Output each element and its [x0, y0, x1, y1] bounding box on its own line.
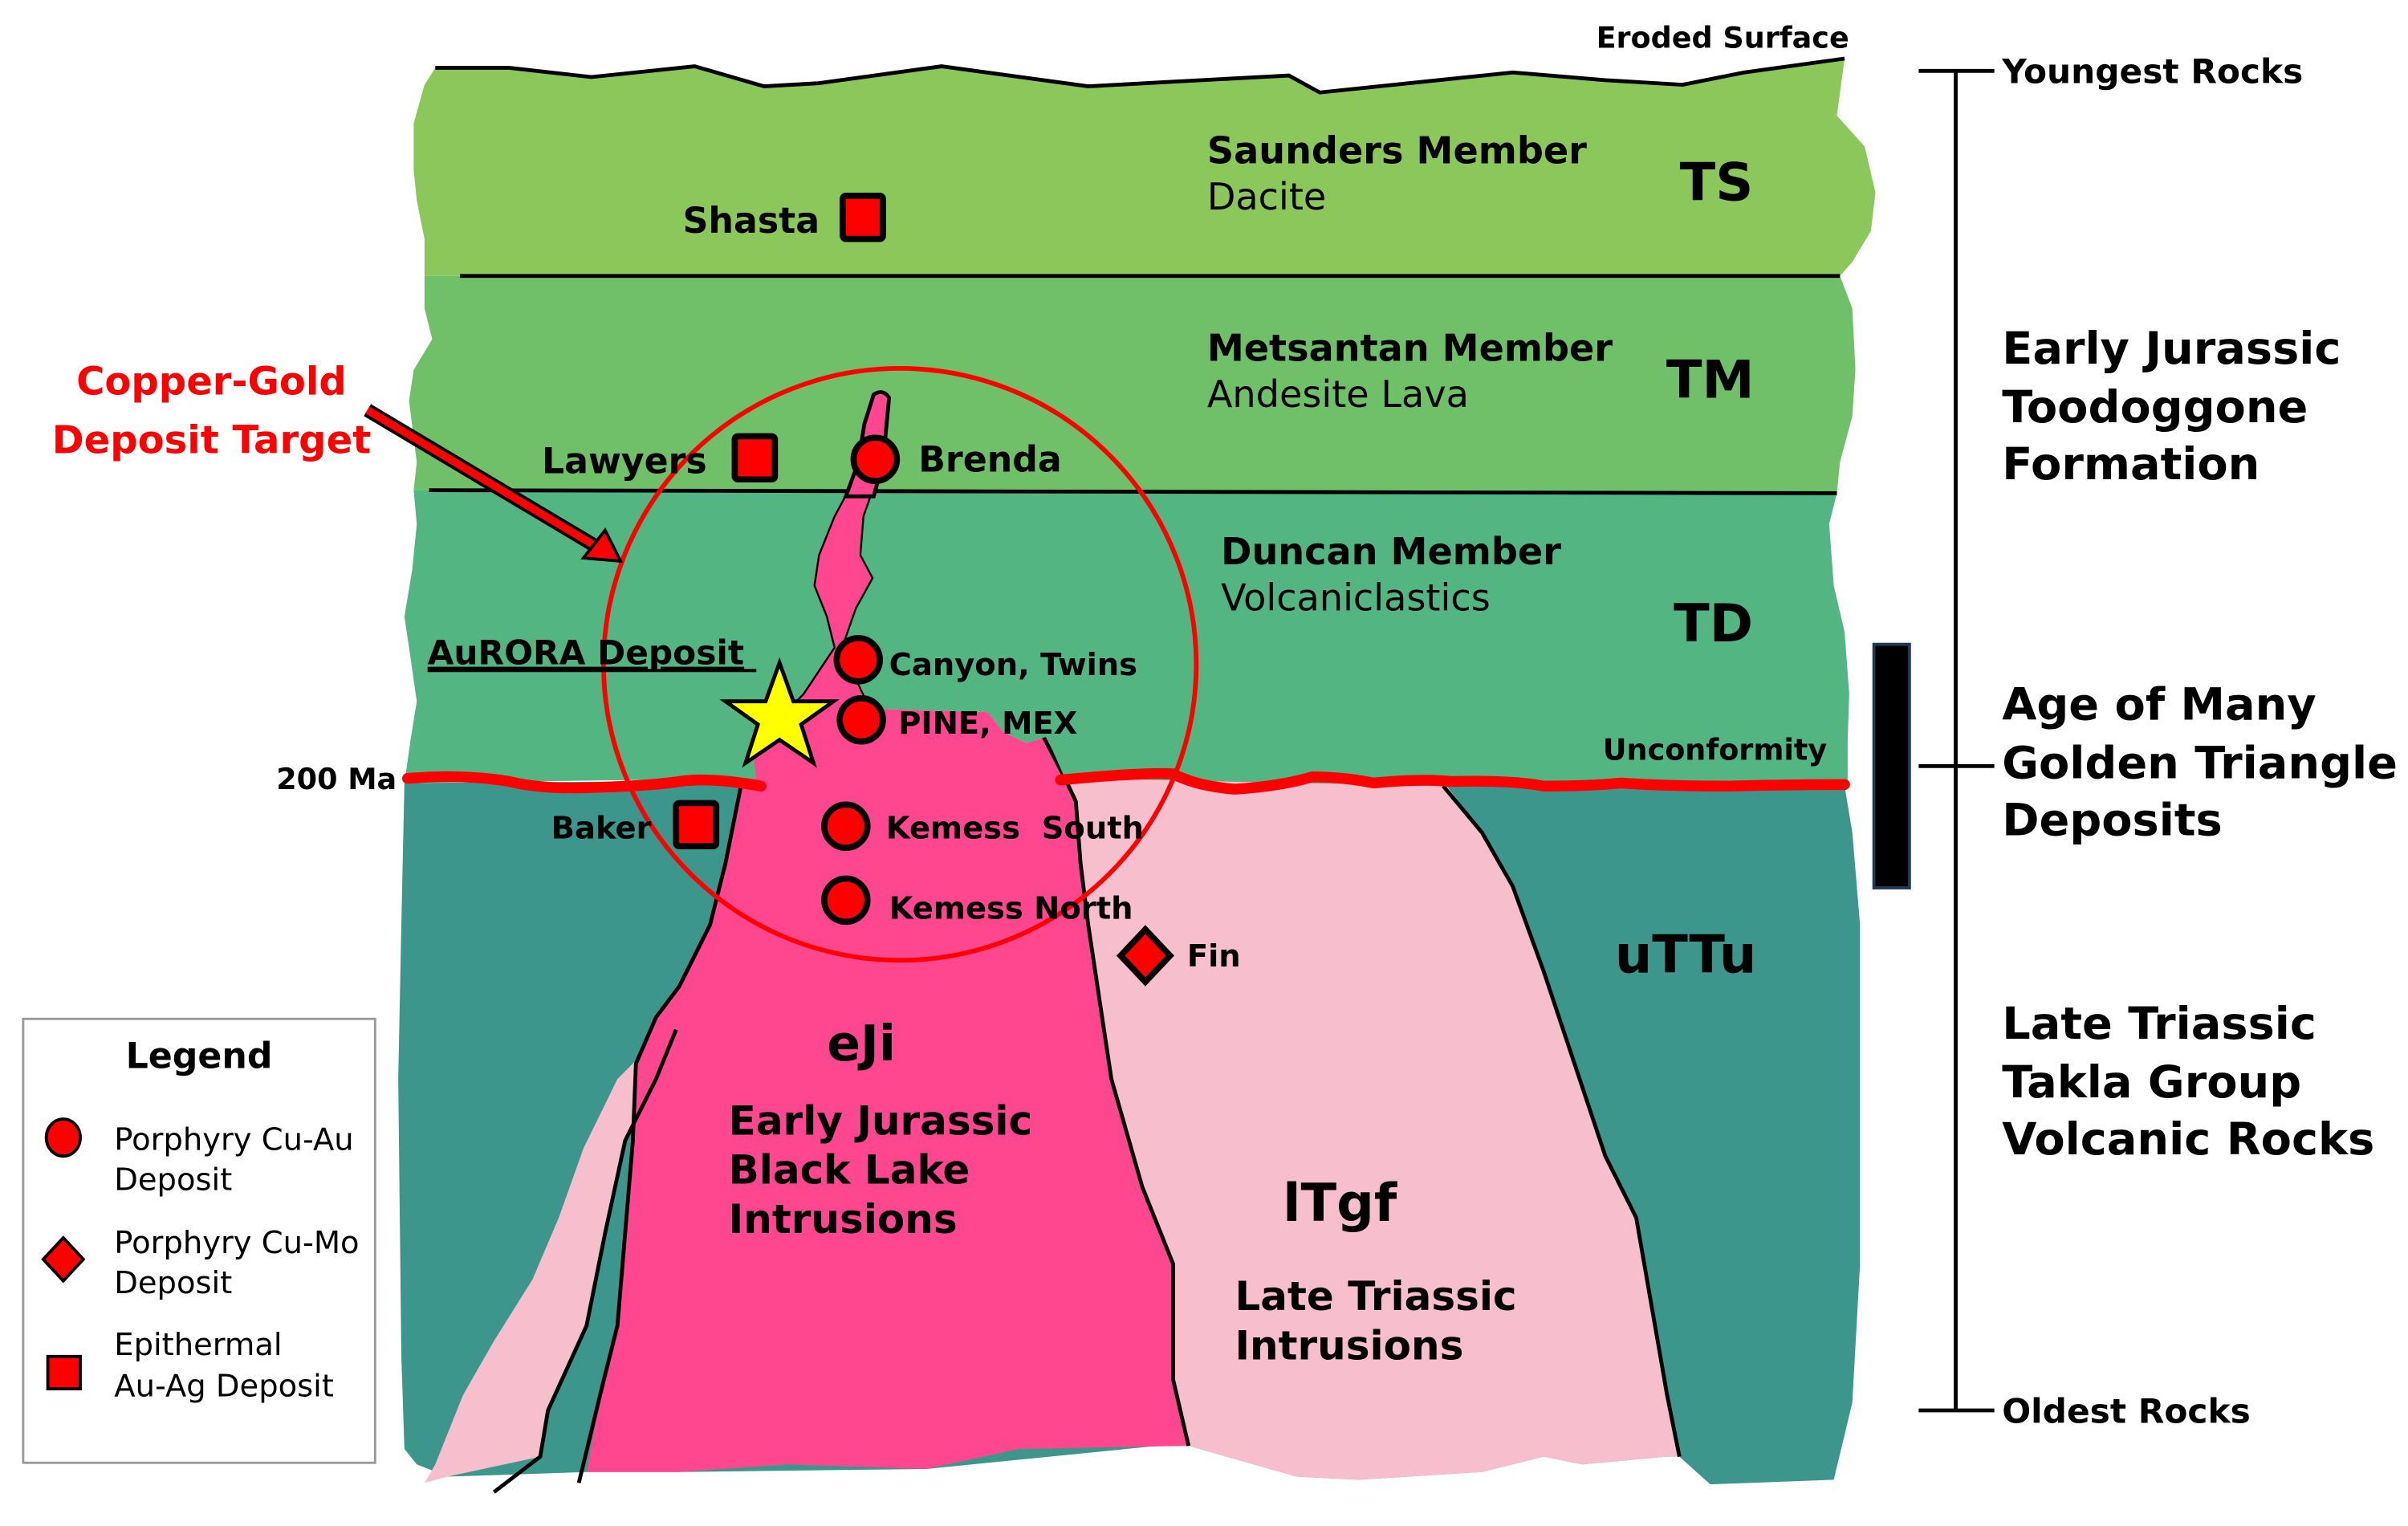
deposit-label: Brenda — [918, 440, 1061, 481]
porphyry-cu-au-circle-icon[interactable] — [850, 434, 901, 484]
tm-lithology: Andesite Lava — [1207, 372, 1469, 416]
eji-description-line: Black Lake — [729, 1147, 970, 1194]
takla-label-line: Takla Group — [2002, 1056, 2301, 1109]
tm-code: TM — [1666, 349, 1755, 410]
ltgf-description-line: Intrusions — [1235, 1323, 1463, 1369]
tm-td-contact — [429, 488, 1837, 495]
youngest-rocks-label: Youngest Rocks — [2001, 52, 2303, 92]
aurora-deposit-label[interactable]: AuRORA Deposit — [428, 633, 744, 673]
td-code: TD — [1674, 593, 1753, 654]
epithermal-square-icon[interactable] — [673, 800, 720, 850]
porphyry-cu-au-circle-icon[interactable] — [821, 875, 871, 926]
porphyry-cu-au-circle-icon[interactable] — [833, 635, 883, 685]
takla-label-line: Late Triassic — [2002, 998, 2316, 1050]
uttu-code: uTTu — [1615, 925, 1757, 986]
callout-text-line: Copper-Gold — [76, 360, 347, 405]
formation-label-line: Formation — [2002, 438, 2260, 490]
aurora-star-icon — [719, 657, 840, 768]
deposit-age-bar — [1872, 642, 1911, 889]
eji-description-line: Early Jurassic — [729, 1097, 1033, 1144]
legend: Legend Porphyry Cu-Au Deposit Porphyry C… — [22, 1017, 376, 1464]
legend-square-icon — [46, 1354, 82, 1391]
ltgf-code: lTgf — [1283, 1173, 1397, 1234]
deposit-label: Baker — [551, 811, 652, 847]
legend-title: Legend — [126, 1036, 273, 1077]
layer-eji — [586, 394, 1189, 1472]
ts-code: TS — [1680, 153, 1754, 214]
layer-ts — [413, 58, 1876, 276]
legend-circle-icon — [44, 1117, 82, 1158]
tm-member-name: Metsantan Member — [1207, 326, 1613, 369]
deposit-age-label-line: Age of Many — [2002, 679, 2316, 731]
legend-item-line: Deposit — [114, 1162, 232, 1198]
td-lithology: Volcaniclastics — [1221, 576, 1491, 619]
formation-label-line: Toodoggone — [2002, 381, 2308, 433]
legend-item-line: Deposit — [114, 1265, 232, 1301]
porphyry-cu-au-circle-icon[interactable] — [836, 695, 886, 745]
callout-text-line: Deposit Target — [52, 418, 371, 463]
legend-diamond-icon — [41, 1235, 86, 1284]
porphyry-cu-au-circle-icon[interactable] — [821, 801, 871, 851]
ltgf-description-line: Late Triassic — [1235, 1273, 1516, 1320]
ltgf-boundary-right — [1442, 784, 1682, 1458]
deposit-markers — [673, 193, 1174, 987]
epithermal-square-icon[interactable] — [731, 433, 779, 483]
deposit-label: Fin — [1187, 938, 1241, 975]
unconformity-label: Unconformity — [1603, 733, 1827, 767]
deposit-label: Shasta — [683, 201, 820, 242]
epithermal-square-icon[interactable] — [840, 193, 886, 242]
td-member-name: Duncan Member — [1221, 530, 1561, 573]
unconformity-line — [401, 767, 1850, 795]
deposit-age-label-line: Golden Triangle — [2002, 738, 2398, 790]
age-200ma-label: 200 Ma — [276, 762, 397, 796]
deposit-label: Kemess North — [889, 890, 1133, 926]
deposit-label: PINE, MEX — [898, 706, 1077, 742]
deposit-age-label-line: Deposits — [2002, 795, 2222, 847]
target-circle — [601, 366, 1199, 963]
takla-label-line: Volcanic Rocks — [2002, 1113, 2374, 1166]
deposit-label: Canyon, Twins — [889, 647, 1137, 683]
formation-label-line: Early Jurassic — [2002, 323, 2341, 375]
ts-member-name: Saunders Member — [1207, 129, 1587, 173]
timescale-bracket — [1918, 68, 1995, 1413]
ltgf-boundary-left — [492, 1028, 678, 1494]
eji-code: eJi — [827, 1015, 896, 1072]
deposit-label: Lawyers — [542, 442, 707, 482]
legend-item-line: Porphyry Cu-Au — [114, 1121, 353, 1158]
eroded-surface-line — [435, 56, 1845, 95]
legend-item-line: Epithermal — [114, 1327, 282, 1363]
legend-item-line: Porphyry Cu-Mo — [114, 1225, 359, 1261]
porphyry-cu-mo-diamond-icon[interactable] — [1116, 925, 1174, 987]
layer-ltgf-left — [424, 1029, 677, 1483]
eji-description-line: Intrusions — [729, 1196, 958, 1243]
layer-ltgf-right — [1049, 778, 1680, 1480]
callout-arrow — [364, 404, 624, 564]
oldest-rocks-label: Oldest Rocks — [2002, 1391, 2251, 1430]
eroded-surface-label: Eroded Surface — [1597, 21, 1849, 55]
ts-lithology: Dacite — [1207, 175, 1326, 218]
deposit-label: Kemess South — [886, 811, 1144, 847]
legend-item-line: Au-Ag Deposit — [114, 1369, 334, 1405]
